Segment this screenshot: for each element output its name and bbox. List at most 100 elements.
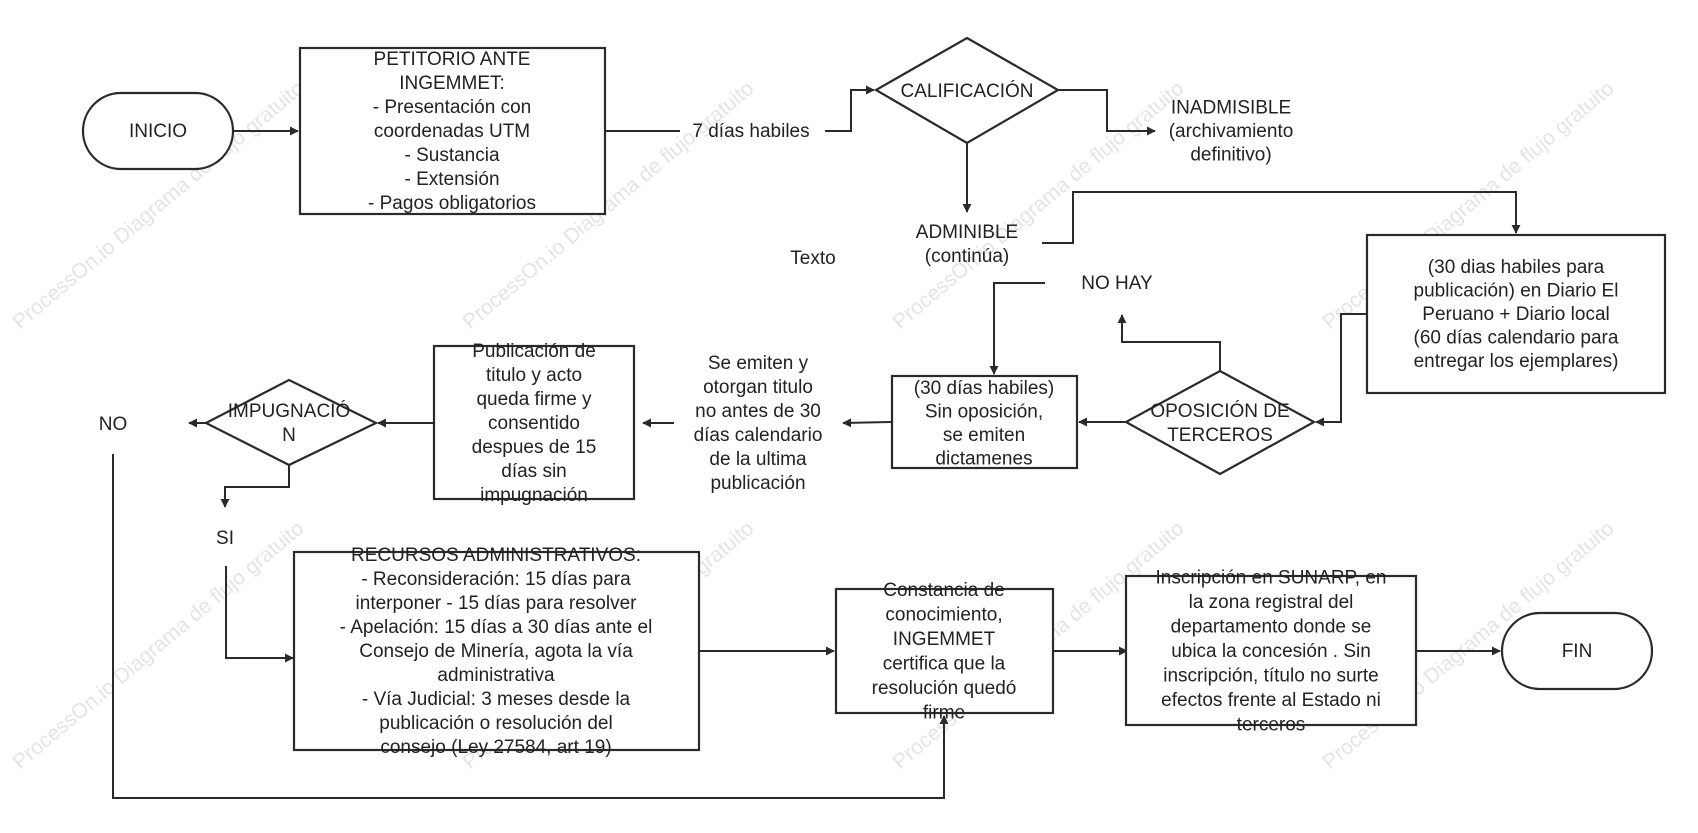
texto-label: Texto: [790, 248, 835, 269]
oposicion-label-line: TERCEROS: [1167, 425, 1273, 446]
publicacion-diario-label-line: (60 días calendario para: [1414, 328, 1619, 349]
publicacion-titulo-box: [432, 344, 636, 501]
impugnacion-label-line: IMPUGNACIÓ: [228, 400, 350, 422]
petitorio-label-line: - Presentación con: [373, 97, 531, 118]
sin-oposicion-label-line: Sin oposición,: [925, 401, 1043, 422]
inscripcion-label-line: departamento donde se: [1171, 617, 1372, 638]
inscripcion-label-line: efectos frente al Estado ni: [1161, 690, 1381, 711]
recursos-label-line: interponer - 15 días para resolver: [356, 593, 638, 614]
publicacion-titulo-label: Publicación de titulo y acto queda firme y…: [472, 341, 597, 506]
inadmisible-label-line: definitivo): [1190, 145, 1271, 166]
recursos-label-line: - Apelación: 15 días a 30 días ante el: [340, 617, 653, 638]
petitorio-label: PETITORIO ANTE INGEMMET: - Presentación co…: [368, 49, 536, 214]
edge-calificacion-inadmisible: [1058, 89, 1156, 136]
edge-publicacion-oposicion: [1315, 313, 1367, 427]
edge-nohay-sinoposicion: [989, 282, 1045, 375]
petitorio-box: [298, 46, 607, 216]
inicio-label-line: INICIO: [129, 121, 187, 142]
sin-oposicion-label-line: (30 días habiles): [914, 378, 1054, 399]
si-label: SI: [216, 528, 234, 549]
petitorio-label-line: - Extensión: [404, 169, 499, 190]
recursos-label: RECURSOS ADMINISTRATIVOS:- Reconsideraci…: [340, 545, 653, 758]
publicacion-titulo-label-line: impugnación: [480, 485, 588, 506]
sin-oposicion-label-line: dictamenes: [935, 448, 1032, 469]
otorgan-titulo-label-line: días calendario: [694, 425, 823, 446]
petitorio-label-line: - Sustancia: [404, 145, 499, 166]
no-label-line: NO: [99, 414, 128, 435]
constancia-label: Constancia de conocimiento, INGEMMET certif…: [872, 580, 1017, 724]
constancia-label-line: Constancia de: [883, 580, 1004, 601]
publicacion-titulo-label-line: Publicación de: [472, 341, 596, 362]
constancia-label-line: firme: [923, 702, 965, 723]
inscripcion-box: [1124, 574, 1418, 727]
connectors: [112, 85, 1521, 799]
texto-label-line: Texto: [790, 248, 835, 269]
plazo-7-label: 7 días habiles: [692, 121, 809, 142]
sin-oposicion-label: (30 días habiles)Sin oposición, se emiten…: [914, 378, 1054, 470]
inicio-label: INICIO: [129, 121, 187, 142]
publicacion-diario-label-line: Peruano + Diario local: [1422, 304, 1609, 325]
constancia-label-line: certifica que la: [883, 653, 1006, 674]
end-terminator: [1500, 611, 1654, 691]
petitorio-label-line: - Pagos obligatorios: [368, 193, 536, 214]
publicacion-titulo-label-line: días sin: [501, 461, 566, 482]
inadmisible-label-line: (archivamiento: [1169, 121, 1294, 142]
otorgan-titulo-label: Se emiten y otorgan titulo no antes de 30 d…: [694, 353, 823, 494]
recursos-label-line: publicación o resolución del: [379, 713, 612, 734]
petitorio-label-line: PETITORIO ANTE: [374, 49, 531, 70]
no-label: NO: [99, 414, 128, 435]
publicacion-diario-label-line: entregar los ejemplares): [1414, 351, 1619, 372]
publicacion-diario-box: [1365, 233, 1667, 395]
otorgan-titulo-label-line: otorgan titulo: [703, 377, 813, 398]
calificacion-label: CALIFICACIÓN: [900, 80, 1033, 102]
constancia-label-line: INGEMMET: [893, 629, 996, 650]
recursos-box: [292, 550, 701, 752]
impugnacion-decision: [203, 378, 379, 467]
calificacion-decision: [873, 36, 1061, 145]
inscripcion-label-line: ubica la concesión . Sin: [1171, 641, 1371, 662]
oposicion-decision: [1123, 369, 1317, 476]
publicacion-diario-label-line: publicación) en Diario El: [1414, 281, 1619, 302]
admisible-label: ADMINIBLE (continúa): [916, 222, 1018, 267]
si-label-line: SI: [216, 528, 234, 549]
sin-oposicion-label-line: se emiten: [943, 425, 1025, 446]
petitorio-label-line: INGEMMET:: [399, 73, 505, 94]
fin-label-line: FIN: [1562, 641, 1593, 662]
publicacion-diario-label-line: (30 dias habiles para: [1428, 257, 1605, 278]
recursos-label-line: consejo (Ley 27584, art 19): [380, 737, 611, 758]
no-hay-label-line: NO HAY: [1081, 273, 1153, 294]
start-terminator: [81, 91, 235, 171]
otorgan-titulo-label-line: publicación: [710, 473, 805, 494]
constancia-label-line: conocimiento,: [885, 604, 1002, 625]
publicacion-diario-label: (30 dias habiles para publicación) en Dia…: [1414, 257, 1619, 372]
otorgan-titulo-label-line: no antes de 30: [695, 401, 821, 422]
admisible-label-line: (continúa): [925, 246, 1010, 267]
labels: INICIO PETITORIO ANTE INGEMMET: - Presenta…: [99, 49, 1619, 758]
fin-label: FIN: [1562, 641, 1593, 662]
shapes: [81, 36, 1667, 752]
inscripcion-label-line: terceros: [1237, 715, 1306, 736]
admisible-label-line: ADMINIBLE: [916, 222, 1018, 243]
recursos-label-line: - Vía Judicial: 3 meses desde la: [362, 689, 631, 710]
calificacion-label-line: CALIFICACIÓN: [900, 80, 1033, 102]
inscripcion-label-line: la zona registral del: [1189, 592, 1354, 613]
edge-plazo-calificacion: [825, 85, 875, 132]
edge-admisible-publicacion: [1042, 191, 1521, 244]
edge-impugnacion-si: [220, 465, 290, 508]
recursos-label-line: administrativa: [437, 665, 555, 686]
recursos-label-line: - Reconsideración: 15 días para: [361, 569, 631, 590]
inscripcion-label-line: Inscripción en SUNARP, en: [1156, 568, 1387, 589]
publicacion-titulo-label-line: queda firme y: [476, 389, 592, 410]
inscripcion-label: Inscripción en SUNARP, en la zona registr…: [1156, 568, 1387, 736]
otorgan-titulo-label-line: Se emiten y: [708, 353, 809, 374]
watermark-text: ProcessOn.io Diagrama de flujo gratuito: [8, 517, 308, 774]
publicacion-titulo-label-line: despues de 15: [472, 437, 597, 458]
publicacion-titulo-label-line: consentido: [488, 413, 580, 434]
publicacion-titulo-label-line: titulo y acto: [486, 365, 582, 386]
edge-sinoposicion-otorgan: [842, 418, 893, 428]
impugnacion-label-line: N: [282, 425, 296, 446]
inscripcion-label-line: inscripción, título no surte: [1163, 666, 1378, 687]
